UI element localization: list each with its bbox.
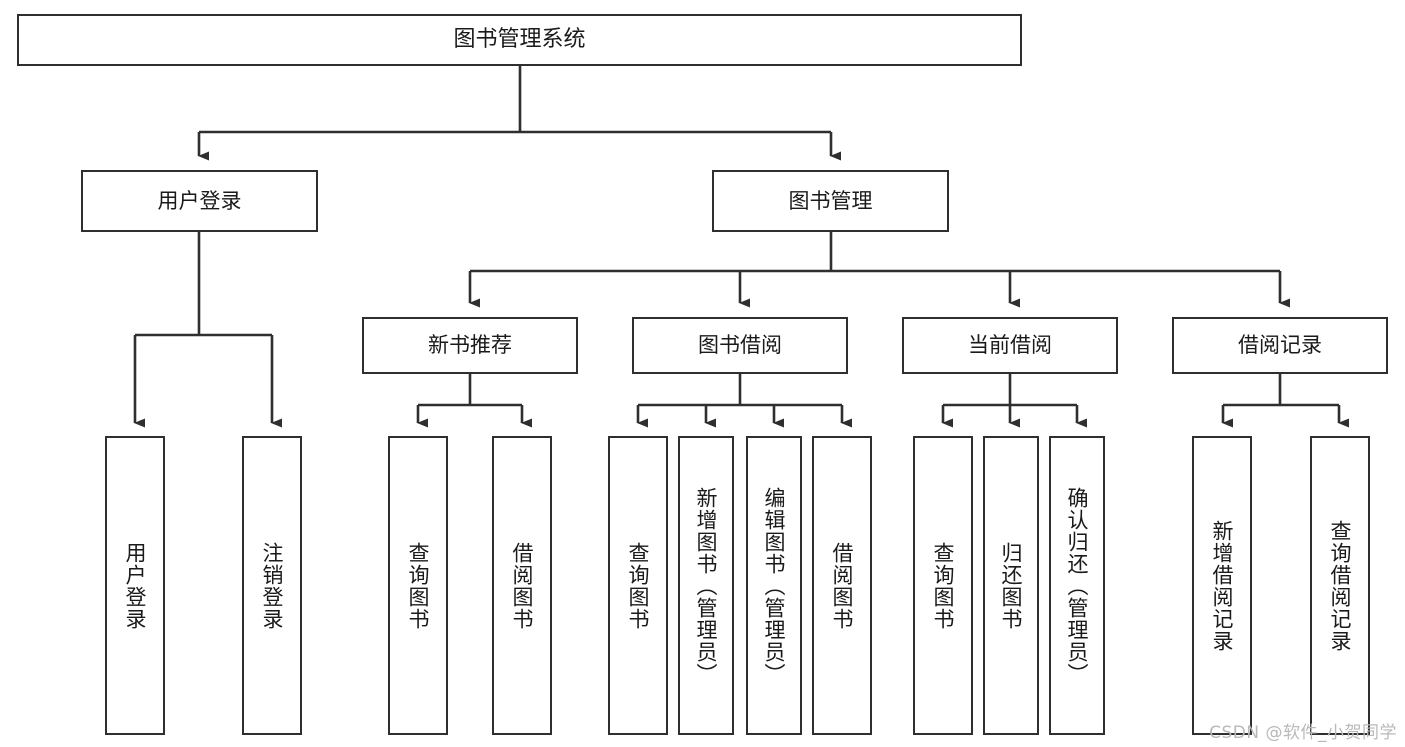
node-label: 借阅记录 xyxy=(1238,333,1322,358)
node-label: 借阅图书 xyxy=(830,541,855,630)
node-leaf-confirm-return-admin[interactable]: 确认归还（管理员） xyxy=(1049,436,1105,735)
node-leaf-add-book-admin[interactable]: 新增图书（管理员） xyxy=(678,436,734,735)
node-label: 查询图书 xyxy=(406,541,431,630)
node-label: 新增借阅记录 xyxy=(1210,519,1235,652)
node-borrow-record[interactable]: 借阅记录 xyxy=(1172,317,1388,374)
node-leaf-add-borrow-record[interactable]: 新增借阅记录 xyxy=(1192,436,1252,735)
node-leaf-return-book[interactable]: 归还图书 xyxy=(983,436,1039,735)
node-leaf-query-borrow-record[interactable]: 查询借阅记录 xyxy=(1310,436,1370,735)
node-user-login[interactable]: 用户登录 xyxy=(81,170,318,232)
node-label: 当前借阅 xyxy=(968,333,1052,358)
node-leaf-borrow-book-recommend[interactable]: 借阅图书 xyxy=(492,436,552,735)
node-leaf-edit-book-admin[interactable]: 编辑图书（管理员） xyxy=(746,436,802,735)
node-leaf-borrow-book-borrow[interactable]: 借阅图书 xyxy=(812,436,872,735)
node-leaf-user-login[interactable]: 用户登录 xyxy=(105,436,165,735)
node-new-book-recommend[interactable]: 新书推荐 xyxy=(362,317,578,374)
node-label: 编辑图书（管理员） xyxy=(762,486,787,685)
node-label: 新增图书（管理员） xyxy=(694,486,719,685)
node-root-system[interactable]: 图书管理系统 xyxy=(17,14,1022,66)
node-book-borrow[interactable]: 图书借阅 xyxy=(632,317,848,374)
node-label: 查询图书 xyxy=(626,541,651,630)
node-label: 用户登录 xyxy=(123,541,148,630)
node-current-borrow[interactable]: 当前借阅 xyxy=(902,317,1118,374)
node-label: 归还图书 xyxy=(999,541,1024,630)
node-label: 用户登录 xyxy=(157,188,242,213)
node-leaf-query-book-borrow[interactable]: 查询图书 xyxy=(608,436,668,735)
node-label: 借阅图书 xyxy=(510,541,535,630)
node-label: 查询图书 xyxy=(931,541,956,630)
node-leaf-query-book-recommend[interactable]: 查询图书 xyxy=(388,436,448,735)
node-leaf-logout-login[interactable]: 注销登录 xyxy=(242,436,302,735)
node-book-manage[interactable]: 图书管理 xyxy=(712,170,949,232)
node-leaf-query-book-current[interactable]: 查询图书 xyxy=(913,436,973,735)
node-label: 注销登录 xyxy=(260,541,285,630)
node-label: 图书借阅 xyxy=(698,333,782,358)
node-label: 图书管理系统 xyxy=(453,27,586,53)
node-label: 图书管理 xyxy=(788,188,873,213)
node-label: 查询借阅记录 xyxy=(1328,519,1353,652)
node-label: 新书推荐 xyxy=(428,333,512,358)
watermark-text: CSDN @软件_小贺同学 xyxy=(1209,723,1397,743)
node-label: 确认归还（管理员） xyxy=(1065,486,1090,685)
